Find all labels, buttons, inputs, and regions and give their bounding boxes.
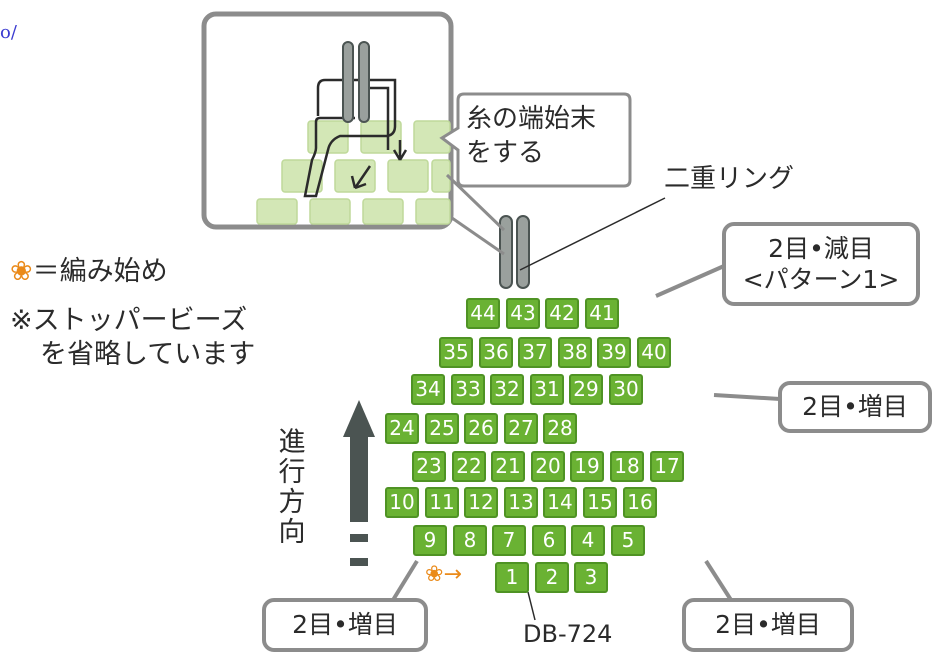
inset-thread-arrow-1 xyxy=(350,165,372,190)
corner-text: o/ xyxy=(0,22,17,43)
bead-code-label: DB-724 xyxy=(523,620,613,648)
connector-right-increase xyxy=(713,393,781,401)
bead: 36 xyxy=(479,337,513,368)
bead: 3 xyxy=(574,562,608,593)
direction-arrow-head xyxy=(343,400,375,437)
callout-line-1: 糸の端始末 xyxy=(466,104,597,134)
bead: 6 xyxy=(532,525,566,556)
bead: 16 xyxy=(623,487,657,518)
inset-ring-right xyxy=(358,41,370,123)
bead: 8 xyxy=(453,525,487,556)
bead: 22 xyxy=(452,451,486,482)
bead: 26 xyxy=(464,413,498,444)
ring-leader-line xyxy=(519,197,666,271)
bead: 14 xyxy=(543,487,577,518)
inset-connector-right xyxy=(445,173,506,232)
inset-thread-arrow-2 xyxy=(392,140,408,161)
bead: 29 xyxy=(569,374,603,405)
bead-leader-line xyxy=(527,591,536,621)
direction-label: 進 行 方 向 xyxy=(276,428,308,548)
label-decrease-line-1: 2目•減目 xyxy=(768,233,874,263)
bead: 4 xyxy=(571,525,605,556)
label-increase-right: 2目•増目 xyxy=(778,381,932,433)
legend-note: ※ストッパービーズ を省略しています xyxy=(10,304,255,372)
label-increase-bottom-left: 2目•増目 xyxy=(262,598,428,652)
connector-bottom-right xyxy=(704,559,733,602)
direction-char-2: 行 xyxy=(278,457,306,488)
label-decrease-line-2: <パターン1> xyxy=(742,265,900,294)
bead: 1 xyxy=(495,562,529,593)
bead: 35 xyxy=(439,337,473,368)
bead: 32 xyxy=(490,374,524,405)
bead: 7 xyxy=(492,525,526,556)
bead: 38 xyxy=(558,337,592,368)
bead: 13 xyxy=(504,487,538,518)
bead: 2 xyxy=(535,562,569,593)
bead: 15 xyxy=(583,487,617,518)
flower-icon: ❀ xyxy=(10,256,33,287)
callout-bubble xyxy=(439,92,632,188)
direction-arrow-dash-2 xyxy=(350,558,368,566)
bead: 37 xyxy=(518,337,552,368)
bead: 21 xyxy=(491,451,525,482)
legend-note-line-2: を省略しています xyxy=(40,338,256,370)
direction-char-3: 方 xyxy=(278,487,306,518)
label-decrease-pattern: 2目•減目 <パターン1> xyxy=(722,222,920,306)
bead: 23 xyxy=(412,451,446,482)
inset-connector-left xyxy=(451,216,505,256)
bead: 10 xyxy=(385,487,419,518)
bead: 24 xyxy=(385,413,419,444)
bead: 11 xyxy=(425,487,459,518)
bead: 34 xyxy=(411,374,445,405)
direction-char-1: 進 xyxy=(278,427,306,458)
label-increase-bottom-right: 2目•増目 xyxy=(682,598,854,652)
inset-pale-beads xyxy=(256,120,451,225)
inset-callout-text: 糸の端始末 をする xyxy=(466,103,596,171)
bead: 25 xyxy=(425,413,459,444)
bead: 5 xyxy=(611,525,645,556)
bead: 17 xyxy=(650,451,684,482)
flower-start-icon: ❀ xyxy=(425,562,444,587)
connector-top-right xyxy=(655,264,725,298)
bead: 42 xyxy=(545,298,579,329)
bead: 31 xyxy=(530,374,564,405)
connector-bottom-left xyxy=(391,559,419,602)
bead: 43 xyxy=(506,298,540,329)
ring-label: 二重リング xyxy=(664,164,795,194)
bead: 28 xyxy=(543,413,577,444)
ring-right xyxy=(516,215,530,289)
bead: 20 xyxy=(531,451,565,482)
inset-ring-left xyxy=(342,41,354,123)
bead: 40 xyxy=(637,337,671,368)
bead: 41 xyxy=(585,298,619,329)
bead: 18 xyxy=(610,451,644,482)
bead: 9 xyxy=(413,525,447,556)
bead: 44 xyxy=(466,298,500,329)
direction-arrow-dash-1 xyxy=(350,534,368,542)
legend-start-label: ＝編み始め xyxy=(32,256,168,287)
bead: 39 xyxy=(597,337,631,368)
start-marker: ❀→ xyxy=(425,562,462,587)
direction-char-4: 向 xyxy=(278,517,306,548)
legend-note-line-1: ※ストッパービーズ xyxy=(10,305,248,336)
legend-start: ❀＝編み始め xyxy=(10,255,168,289)
bead: 12 xyxy=(464,487,498,518)
bead: 27 xyxy=(504,413,538,444)
bead: 33 xyxy=(451,374,485,405)
direction-arrow-shaft xyxy=(350,436,368,522)
bead: 30 xyxy=(609,374,643,405)
callout-line-2: をする xyxy=(466,137,545,168)
start-arrow-icon: → xyxy=(443,562,462,587)
bead: 19 xyxy=(570,451,604,482)
